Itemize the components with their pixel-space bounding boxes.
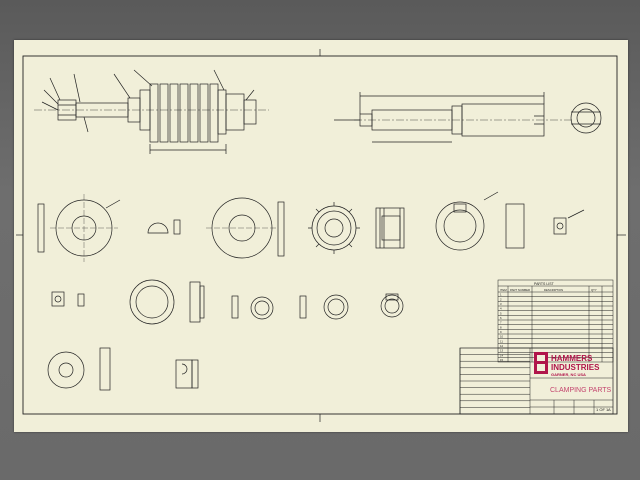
washer-view-2 (206, 197, 285, 259)
parts-list-item-number: 15 (500, 358, 504, 362)
parts-list-item-number: 11 (500, 339, 503, 343)
shaft-assembly-view (34, 69, 269, 154)
company-logo (534, 352, 548, 374)
sheet-border (22, 55, 618, 415)
parts-list-item-number: 5 (500, 311, 502, 315)
long-shaft-view (334, 92, 602, 143)
drawing-title: CLAMPING PARTS (550, 387, 612, 394)
parts-list-item-number: 12 (500, 344, 504, 348)
plate-side-view (37, 203, 45, 253)
bracket-small-view (553, 209, 585, 235)
parts-list-item-number: 8 (500, 325, 502, 329)
sheet-number: 1 OF 1 (596, 407, 609, 412)
clip-view (147, 219, 181, 235)
ring-view-1 (129, 279, 205, 325)
parts-list-item-number: 10 (500, 335, 504, 339)
washer-view-1 (50, 194, 121, 262)
parts-list-item-number: 2 (500, 297, 502, 301)
company-name-line1: HAMMERS (551, 354, 593, 363)
company-location: GARNER, NC USA (551, 372, 586, 377)
nut-side-view (375, 207, 405, 249)
pl-col-desc: DESCRIPTION (544, 288, 563, 292)
title-block (459, 347, 614, 415)
parts-list-item-number: 14 (500, 353, 504, 357)
collar-side-view (505, 203, 525, 249)
pl-col-qty: QTY (591, 288, 597, 292)
parts-list-item-number: 4 (500, 307, 502, 311)
parts-list-item-number: 3 (500, 302, 502, 306)
gear-view (308, 202, 360, 254)
washer-view-3 (47, 347, 111, 391)
parts-list-item-number: 9 (500, 330, 502, 334)
pl-col-item: ITEM (500, 288, 507, 292)
keyed-collar-view (435, 191, 499, 251)
spacer-view-1 (231, 295, 274, 320)
parts-list-item-number: 7 (500, 321, 502, 325)
spacer-view-3 (380, 293, 404, 318)
parts-list-table (497, 279, 614, 363)
block-view (175, 359, 199, 389)
parts-list-item-number: 1 (500, 293, 502, 297)
drawing-canvas: HAMMERS INDUSTRIES GARNER, NC USA CLAMPI… (16, 49, 626, 422)
drawing-sheet: HAMMERS INDUSTRIES GARNER, NC USA CLAMPI… (14, 40, 628, 432)
company-name-line2: INDUSTRIES (551, 363, 600, 372)
parts-list-item-number: 6 (500, 316, 502, 320)
pl-col-part: PART NUMBER (510, 288, 530, 292)
revision: A (608, 407, 611, 412)
bracket-view-2 (51, 291, 85, 307)
spacer-view-2 (299, 294, 349, 320)
parts-list-heading: PARTS LIST (534, 282, 555, 286)
parts-list-item-number: 13 (500, 349, 504, 353)
